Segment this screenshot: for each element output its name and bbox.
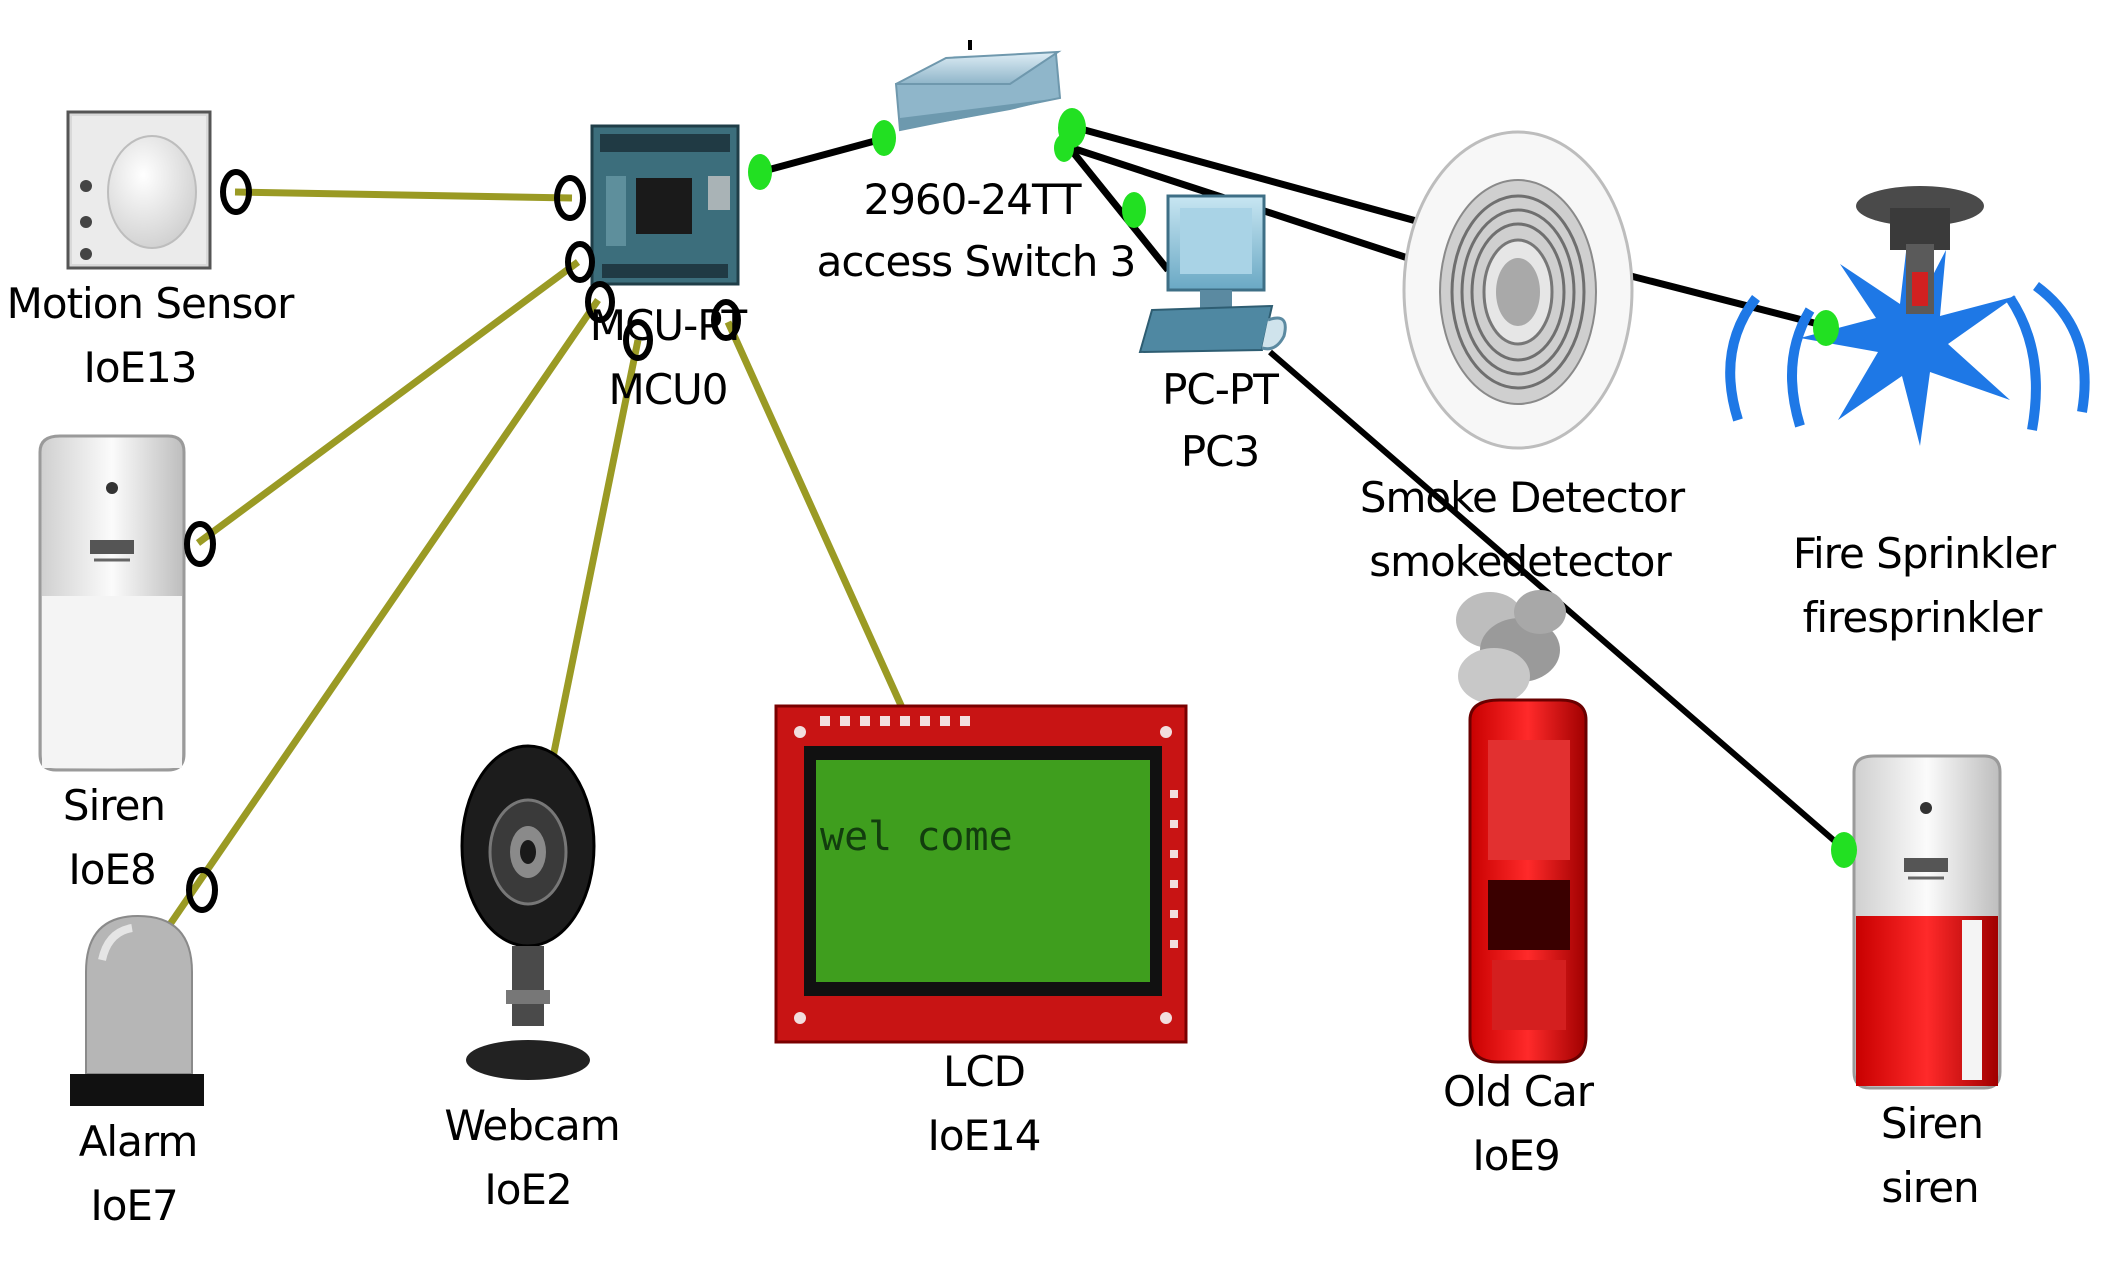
lcd-display-text: wel come bbox=[820, 814, 1013, 860]
device-alarm[interactable]: Alarm IoE7 bbox=[70, 914, 204, 1230]
fire-sprinkler-name-label: firesprinkler bbox=[1803, 593, 2044, 642]
device-mcu[interactable]: MCU-PT MCU0 bbox=[590, 124, 749, 414]
webcam-icon bbox=[460, 744, 596, 1080]
device-webcam[interactable]: Webcam IoE2 bbox=[444, 744, 621, 1214]
old-car-name-label: IoE9 bbox=[1472, 1131, 1559, 1180]
port-ring bbox=[623, 319, 653, 361]
iot-link-alarm[interactable] bbox=[159, 298, 601, 938]
device-switch[interactable]: 2960-24TT access Switch 3 bbox=[817, 40, 1136, 286]
port-up-indicator bbox=[872, 120, 896, 156]
alarm-name-label: IoE7 bbox=[90, 1181, 177, 1230]
ethernet-link-mcu-switch[interactable] bbox=[759, 134, 887, 176]
ethernet-link-switch-pc[interactable] bbox=[1057, 133, 1171, 273]
device-siren-right[interactable]: Siren siren bbox=[1852, 754, 2002, 1212]
port-up-indicator bbox=[1831, 832, 1857, 868]
port-up-indicator bbox=[1054, 134, 1074, 162]
fire-sprinkler-type-label: Fire Sprinkler bbox=[1793, 529, 2057, 578]
device-motion-sensor[interactable]: Motion Sensor IoE13 bbox=[7, 110, 296, 392]
old-car-icon bbox=[1468, 698, 1588, 1064]
lcd-type-label: LCD bbox=[943, 1047, 1025, 1096]
motion-sensor-type-label: Motion Sensor bbox=[7, 279, 295, 328]
old-car-type-label: Old Car bbox=[1443, 1067, 1595, 1116]
iot-link-webcam[interactable] bbox=[546, 339, 642, 773]
port-ring bbox=[184, 521, 216, 567]
webcam-name-label: IoE2 bbox=[484, 1165, 571, 1214]
siren-icon bbox=[38, 434, 186, 772]
smoke-detector-name-label: smokedetector bbox=[1369, 537, 1672, 586]
switch-type-label: 2960-24TT bbox=[863, 175, 1081, 224]
siren-left-type-label: Siren bbox=[63, 781, 165, 830]
siren-right-type-label: Siren bbox=[1881, 1099, 1983, 1148]
port-ring bbox=[220, 169, 252, 215]
device-old-car[interactable]: Old Car IoE9 bbox=[1443, 590, 1596, 1180]
port-ring bbox=[554, 175, 586, 221]
iot-link-siren-left[interactable] bbox=[195, 259, 581, 546]
pc-type-label: PC-PT bbox=[1162, 365, 1279, 414]
switch-icon bbox=[894, 40, 1062, 132]
port-ring bbox=[711, 299, 741, 341]
mcu-type-label: MCU-PT bbox=[590, 301, 748, 350]
port-ring bbox=[186, 867, 218, 913]
switch-name-label: access Switch 3 bbox=[817, 237, 1136, 286]
webcam-type-label: Webcam bbox=[444, 1101, 619, 1150]
siren-icon bbox=[1852, 754, 2002, 1090]
iot-link-lcd[interactable] bbox=[724, 320, 908, 714]
mcu-name-label: MCU0 bbox=[608, 365, 727, 414]
pc-icon bbox=[1138, 194, 1287, 354]
port-up-indicator bbox=[1122, 192, 1146, 228]
siren-right-name-label: siren bbox=[1881, 1163, 1978, 1212]
device-fire-sprinkler[interactable]: Fire Sprinkler firesprinkler bbox=[1725, 186, 2090, 642]
lcd-icon: wel come bbox=[774, 704, 1188, 1044]
port-up-indicator bbox=[1813, 310, 1839, 346]
siren-left-name-label: IoE8 bbox=[68, 845, 155, 894]
port-up-indicator bbox=[748, 154, 772, 190]
iot-link-motion-sensor[interactable] bbox=[234, 188, 573, 202]
port-ring bbox=[585, 281, 615, 323]
device-smoke-detector[interactable]: Smoke Detector smokedetector bbox=[1360, 130, 1687, 586]
pc-name-label: PC3 bbox=[1181, 427, 1259, 476]
motion-sensor-icon bbox=[66, 110, 212, 270]
lcd-name-label: IoE14 bbox=[927, 1111, 1040, 1160]
ethernet-link-switch-smoke-a[interactable] bbox=[1069, 122, 1421, 226]
device-pc[interactable]: PC-PT PC3 bbox=[1138, 194, 1287, 476]
alarm-icon bbox=[70, 914, 204, 1106]
smoke-detector-icon bbox=[1402, 130, 1634, 450]
port-indicators bbox=[184, 108, 1857, 913]
smoke-plume-icon bbox=[1456, 590, 1566, 704]
device-siren-left[interactable]: Siren IoE8 bbox=[38, 434, 186, 894]
fire-sprinkler-icon bbox=[1725, 186, 2090, 446]
smoke-detector-type-label: Smoke Detector bbox=[1360, 473, 1686, 522]
port-ring bbox=[565, 241, 595, 283]
device-lcd[interactable]: wel come LCD IoE14 bbox=[774, 704, 1188, 1160]
mcu-board-icon bbox=[590, 124, 740, 286]
motion-sensor-name-label: IoE13 bbox=[83, 343, 196, 392]
alarm-type-label: Alarm bbox=[79, 1117, 198, 1166]
